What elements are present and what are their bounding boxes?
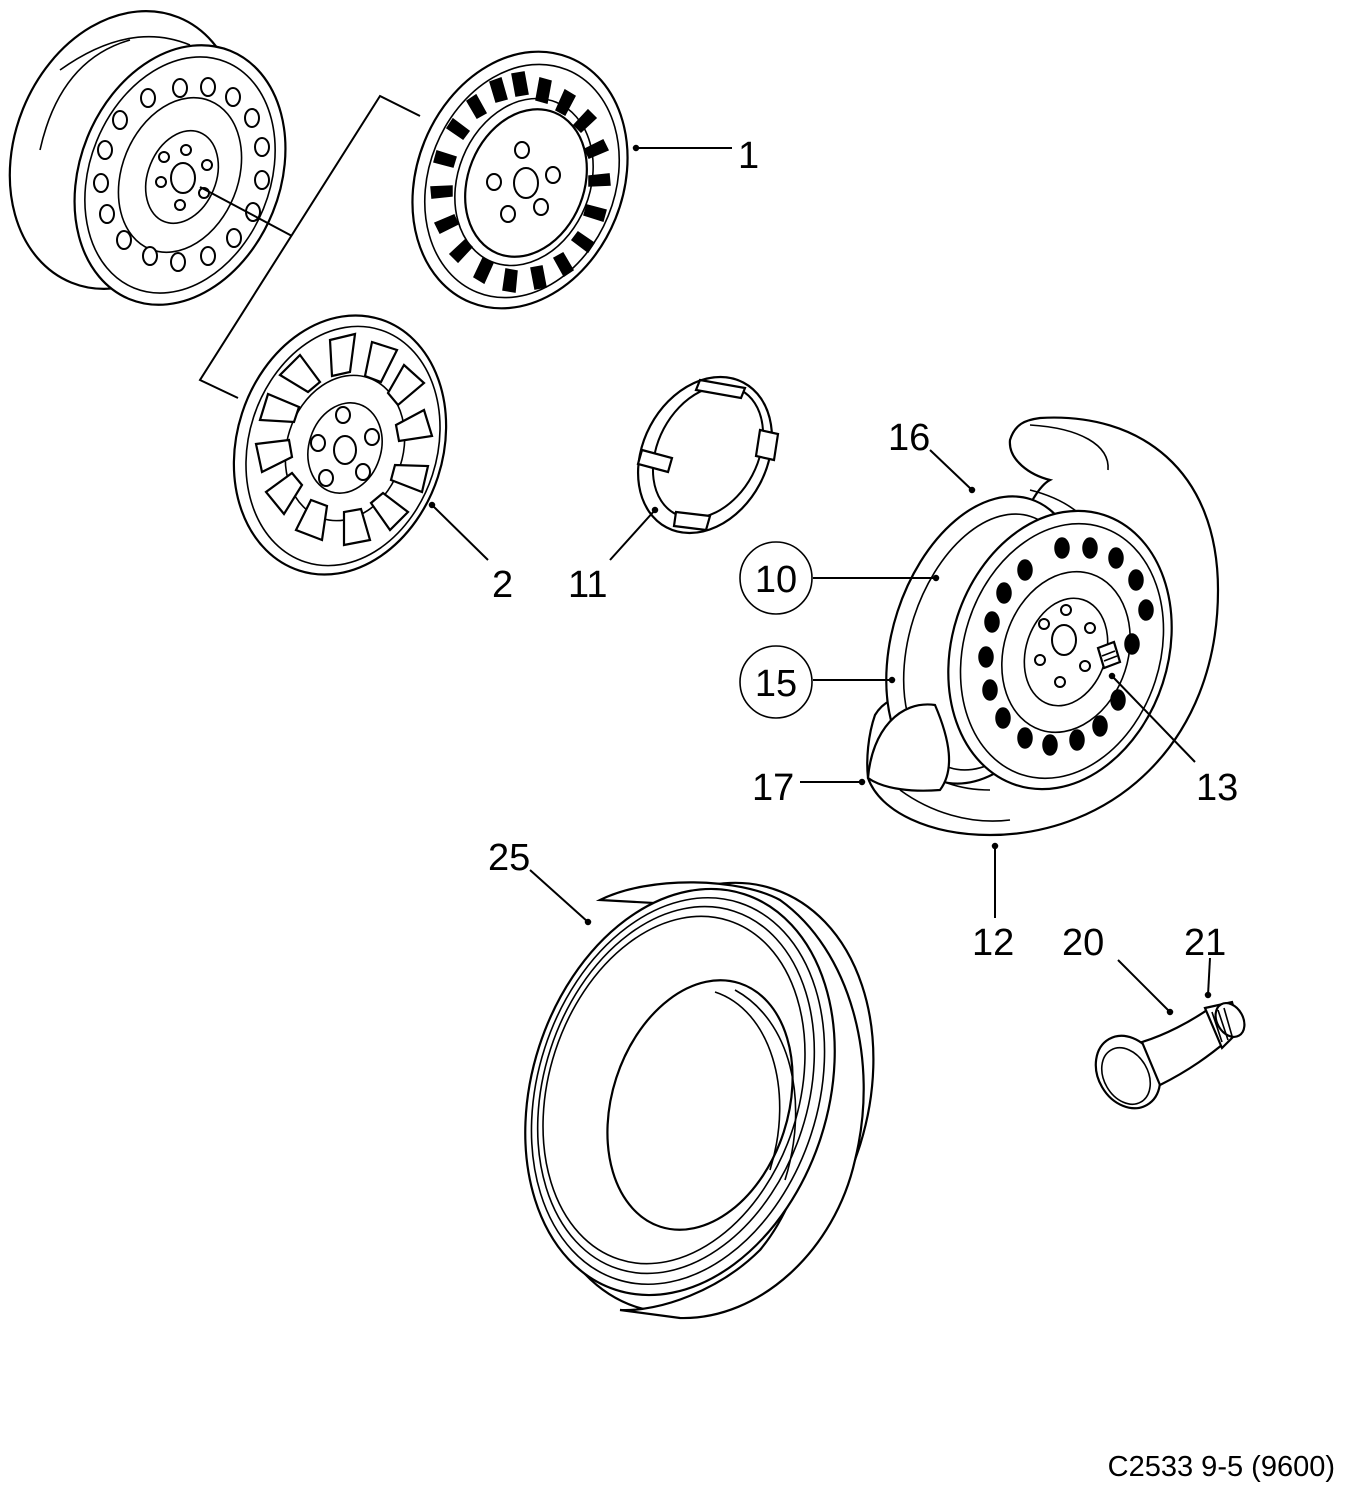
warning-label-icon: [1096, 640, 1122, 670]
hub-cap-2-openings: [254, 332, 434, 547]
callout-15: 15: [755, 663, 797, 705]
callout-20: 20: [1062, 922, 1104, 964]
bracket-lines: [198, 94, 421, 399]
callout-13: 13: [1196, 767, 1238, 809]
retaining-ring: [636, 375, 780, 535]
leader-lines: [428, 144, 1212, 1016]
callout-21: 21: [1184, 922, 1226, 964]
callout-2: 2: [492, 564, 513, 606]
spare-wheel-assembly: [866, 416, 1220, 837]
diagram-reference: C2533 9-5 (9600): [1108, 1451, 1335, 1483]
tyre-valve: [1094, 1000, 1246, 1110]
callout-circle-15: [739, 645, 813, 719]
hub-cap-2: [232, 314, 448, 576]
callout-16: 16: [888, 417, 930, 459]
steel-rim: [8, 10, 287, 306]
callout-11: 11: [568, 564, 607, 606]
callout-17: 17: [752, 767, 794, 809]
spare-vent-holes: [978, 537, 1154, 756]
callout-circle-10: [739, 541, 813, 615]
hub-cap-1-slots: [430, 71, 611, 293]
tyre: [524, 881, 875, 1320]
hub-cap-1: [411, 50, 629, 310]
callout-1: 1: [738, 135, 759, 177]
rim-vent-holes: [93, 77, 270, 272]
callout-25: 25: [488, 837, 530, 879]
spare-bolt-holes: [1034, 604, 1096, 688]
callout-12: 12: [972, 922, 1014, 964]
rim-bolt-holes: [155, 144, 213, 211]
callout-10: 10: [755, 559, 797, 601]
